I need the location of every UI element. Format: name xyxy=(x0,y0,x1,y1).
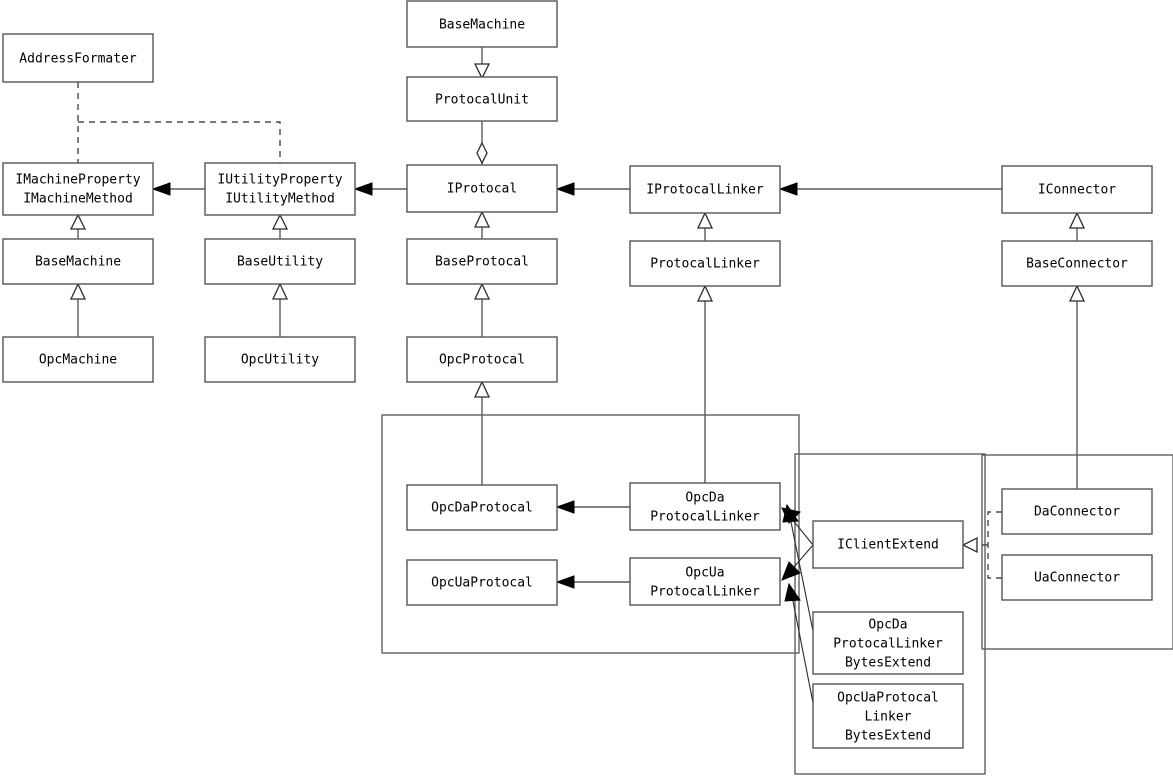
arrowhead-inheritance-baseprotocal xyxy=(473,282,491,300)
arrowhead-solid-imachineproperty xyxy=(151,182,171,196)
node-opc-da-protocal[interactable]: OpcDaProtocal xyxy=(406,484,558,531)
node-label-opc-da-bytes-extend-line2: ProtocalLinker xyxy=(833,637,943,652)
node-da-connector[interactable]: DaConnector xyxy=(1001,488,1153,535)
node-label-imachine-property-line1: IMachineProperty xyxy=(15,173,140,188)
arrowhead-inheritance-iprotocal-base xyxy=(473,210,491,228)
node-label-iprotocal-linker: IProtocalLinker xyxy=(646,183,764,198)
node-label-iclient-extend: IClientExtend xyxy=(837,538,939,553)
arrowhead-inheritance-imachineproperty-base xyxy=(69,213,87,230)
arrowhead-solid-opcualinker xyxy=(781,561,801,581)
node-iprotocal[interactable]: IProtocal xyxy=(406,164,558,213)
node-label-iconnector: IConnector xyxy=(1038,183,1116,198)
node-base-machine[interactable]: BaseMachine xyxy=(2,238,154,285)
arrowhead-solid-opcdalinker-bytes xyxy=(782,503,799,523)
node-base-connector[interactable]: BaseConnector xyxy=(1001,240,1153,287)
node-label-iutility-property-line2: IUtilityMethod xyxy=(225,192,335,207)
arrowhead-inheritance-iutilityproperty-base xyxy=(271,213,289,230)
node-label-ua-connector: UaConnector xyxy=(1034,571,1120,586)
arrowhead-inheritance-baseutility xyxy=(271,282,289,300)
node-label-opc-utility: OpcUtility xyxy=(241,353,319,368)
node-label-opc-da-protocal-linker-line1: OpcDa xyxy=(685,491,724,506)
node-label-opc-ua-bytes-extend-line2: Linker xyxy=(865,710,912,725)
node-label-opc-ua-protocal: OpcUaProtocal xyxy=(431,576,533,591)
arrowhead-inheritance-basemachine xyxy=(69,282,87,300)
node-iprotocal-linker[interactable]: IProtocalLinker xyxy=(629,165,781,214)
arrowhead-solid-opcuaprotocal xyxy=(555,575,575,589)
node-label-opc-da-bytes-extend-line3: BytesExtend xyxy=(845,656,931,671)
edge-opcuabytesextend-opcualinker xyxy=(791,595,817,719)
edge-connectors-iclientextend-bracket xyxy=(987,511,1002,579)
node-opc-machine[interactable]: OpcMachine xyxy=(2,336,154,383)
node-label-opc-protocal: OpcProtocal xyxy=(439,353,525,368)
node-opc-da-bytes-extend[interactable]: OpcDa ProtocalLinker BytesExtend xyxy=(812,611,964,675)
node-iutility-property[interactable]: IUtilityProperty IUtilityMethod xyxy=(204,162,356,216)
node-label-opc-ua-bytes-extend-line1: OpcUaProtocal xyxy=(837,691,939,706)
node-ua-connector[interactable]: UaConnector xyxy=(1001,554,1153,601)
node-iconnector[interactable]: IConnector xyxy=(1001,165,1153,214)
node-iclient-extend[interactable]: IClientExtend xyxy=(812,520,964,569)
node-address-formater[interactable]: AddressFormater xyxy=(2,33,154,83)
node-base-machine-top[interactable]: BaseMachine xyxy=(406,0,558,48)
node-opc-protocal[interactable]: OpcProtocal xyxy=(406,336,558,383)
arrowhead-inheritance-baseconnector xyxy=(1068,284,1086,302)
node-label-base-machine: BaseMachine xyxy=(35,255,121,270)
arrowhead-solid-iprotocallinker xyxy=(778,182,798,196)
node-imachine-property[interactable]: IMachineProperty IMachineMethod xyxy=(2,162,154,216)
node-label-opc-ua-protocal-linker-line1: OpcUa xyxy=(685,566,724,581)
node-opc-ua-protocal[interactable]: OpcUaProtocal xyxy=(406,559,558,606)
node-protocal-linker[interactable]: ProtocalLinker xyxy=(629,240,781,287)
arrowhead-solid-opcdaprotocal xyxy=(555,500,575,514)
node-opc-ua-protocal-linker[interactable]: OpcUa ProtocalLinker xyxy=(629,557,781,606)
node-label-protocal-linker: ProtocalLinker xyxy=(650,257,760,272)
node-label-imachine-property-line2: IMachineMethod xyxy=(23,192,133,207)
arrowhead-solid-opcualinker-bytes xyxy=(784,582,801,602)
node-label-base-connector: BaseConnector xyxy=(1026,257,1128,272)
node-label-iprotocal: IProtocal xyxy=(447,182,517,197)
arrowhead-realization-iclientextend xyxy=(961,536,978,554)
node-label-base-protocal: BaseProtocal xyxy=(435,255,529,270)
node-label-opc-da-protocal-linker-line2: ProtocalLinker xyxy=(650,510,760,525)
node-label-iutility-property-line1: IUtilityProperty xyxy=(217,173,342,188)
node-label-base-utility: BaseUtility xyxy=(237,255,323,270)
arrowhead-solid-iutilityproperty xyxy=(353,182,373,196)
node-label-opc-ua-protocal-linker-line2: ProtocalLinker xyxy=(650,585,760,600)
node-opc-ua-bytes-extend[interactable]: OpcUaProtocal Linker BytesExtend xyxy=(812,683,964,749)
arrowhead-inheritance-iprotocallinker-base xyxy=(696,211,714,229)
arrowhead-inheritance-iconnector-base xyxy=(1068,211,1086,229)
node-label-protocal-unit: ProtocalUnit xyxy=(435,93,529,108)
node-protocal-unit[interactable]: ProtocalUnit xyxy=(406,76,558,122)
arrowhead-solid-iprotocal xyxy=(555,182,575,196)
node-opc-da-protocal-linker[interactable]: OpcDa ProtocalLinker xyxy=(629,482,781,531)
arrowhead-inheritance-protocalunit xyxy=(473,63,491,80)
node-label-opc-machine: OpcMachine xyxy=(39,353,117,368)
arrowhead-inheritance-protocallinker xyxy=(696,284,714,302)
arrowhead-inheritance-opcprotocal xyxy=(473,380,491,398)
group-protocal-container xyxy=(381,414,800,654)
node-label-address-formater: AddressFormater xyxy=(19,52,137,67)
node-label-opc-da-protocal: OpcDaProtocal xyxy=(431,501,533,516)
node-opc-utility[interactable]: OpcUtility xyxy=(204,336,356,383)
node-label-da-connector: DaConnector xyxy=(1034,505,1120,520)
node-label-opc-ua-bytes-extend-line3: BytesExtend xyxy=(845,729,931,744)
node-label-opc-da-bytes-extend-line1: OpcDa xyxy=(868,618,907,633)
node-base-protocal[interactable]: BaseProtocal xyxy=(406,238,558,285)
node-label-base-machine-top: BaseMachine xyxy=(439,18,525,33)
arrowhead-aggregation-iprotocal xyxy=(476,141,488,165)
node-base-utility[interactable]: BaseUtility xyxy=(204,238,356,285)
edge-opcdabytesextend-opcdalinker xyxy=(789,516,817,647)
